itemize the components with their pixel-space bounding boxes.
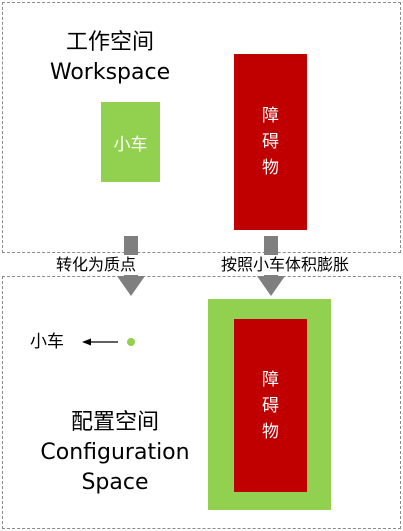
obstacle-char: 碍 [262, 395, 279, 416]
transform-label-expand: 按照小车体积膨胀 [219, 255, 352, 275]
workspace-title: 工作空间 Workspace [30, 28, 190, 88]
configuration-title-en-2: Space [81, 470, 149, 495]
obstacle-char: 障 [262, 369, 279, 390]
obstacle-char: 障 [262, 106, 279, 126]
configuration-space-title: 配置空间 Configuration Space [20, 408, 210, 498]
obstacle-char: 物 [262, 421, 279, 442]
configuration-title-en-1: Configuration [40, 440, 190, 465]
obstacle-char: 碍 [262, 132, 279, 152]
configuration-space-panel [2, 276, 401, 529]
point-arrow-head [82, 338, 91, 346]
workspace-obstacle: 障 碍 物 [234, 54, 307, 230]
car-point-label: 小车 [30, 332, 64, 352]
workspace-panel [2, 2, 401, 253]
car-box: 小车 [101, 102, 160, 182]
car-label: 小车 [113, 134, 148, 155]
obstacle-char: 物 [262, 158, 279, 178]
transform-label-point: 转化为质点 [54, 255, 139, 275]
workspace-title-cn: 工作空间 [65, 30, 154, 55]
car-point [127, 338, 135, 346]
configuration-title-cn: 配置空间 [70, 410, 159, 435]
workspace-title-en: Workspace [49, 60, 171, 85]
configuration-obstacle: 障 碍 物 [234, 319, 307, 492]
